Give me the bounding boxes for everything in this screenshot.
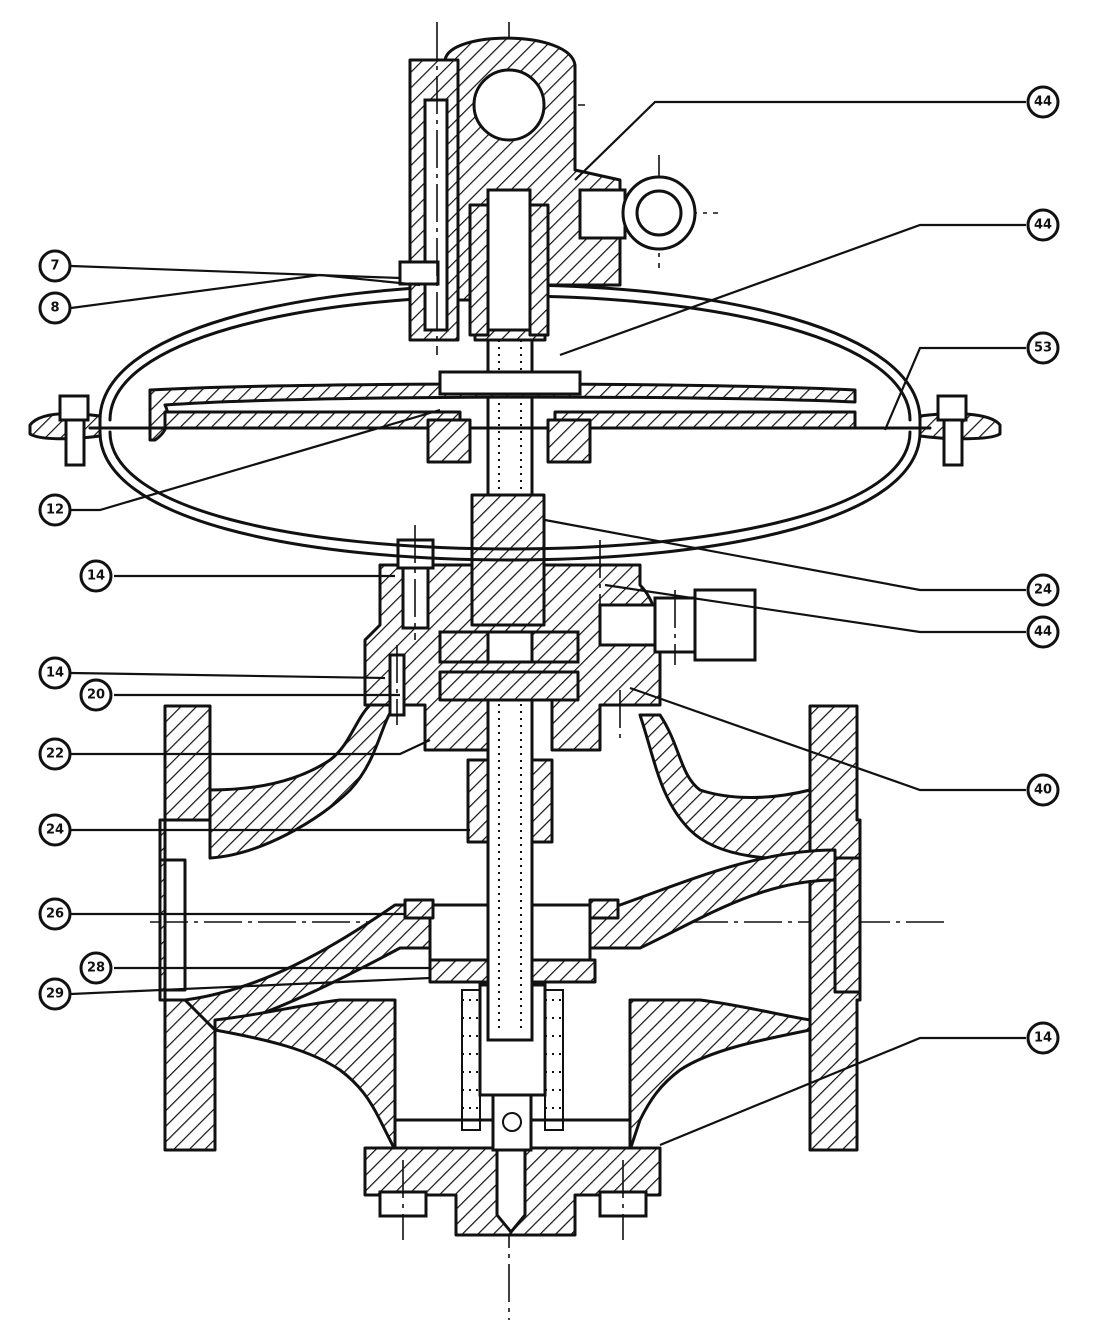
diaphragm-casing bbox=[28, 283, 1002, 562]
callout-20: 20 bbox=[79, 678, 113, 712]
upper-housing bbox=[398, 22, 697, 355]
callout-44-upper: 44 bbox=[1026, 208, 1060, 242]
svg-text:26: 26 bbox=[46, 907, 64, 922]
svg-text:12: 12 bbox=[46, 503, 64, 518]
callout-24-lower: 24 bbox=[38, 813, 72, 847]
callouts: 44 44 7 8 53 12 14 24 bbox=[38, 85, 1060, 1055]
callout-14-middle: 14 bbox=[38, 656, 72, 690]
svg-text:29: 29 bbox=[46, 987, 64, 1002]
callout-40: 40 bbox=[1026, 773, 1060, 807]
bonnet bbox=[363, 493, 757, 752]
svg-text:24: 24 bbox=[46, 823, 64, 838]
callout-44-lower: 44 bbox=[1026, 615, 1060, 649]
callout-22: 22 bbox=[38, 737, 72, 771]
svg-text:14: 14 bbox=[1034, 1031, 1052, 1046]
svg-text:28: 28 bbox=[87, 961, 105, 976]
svg-text:20: 20 bbox=[87, 688, 105, 703]
callout-44-top: 44 bbox=[1026, 85, 1060, 119]
callout-12: 12 bbox=[38, 493, 72, 527]
svg-text:44: 44 bbox=[1034, 625, 1052, 640]
callout-14-lower: 14 bbox=[1026, 1021, 1060, 1055]
callout-8: 8 bbox=[38, 291, 72, 325]
svg-text:44: 44 bbox=[1034, 95, 1052, 110]
callout-24-upper: 24 bbox=[1026, 573, 1060, 607]
svg-text:8: 8 bbox=[50, 301, 59, 316]
callout-28: 28 bbox=[79, 951, 113, 985]
svg-text:22: 22 bbox=[46, 747, 64, 762]
svg-text:53: 53 bbox=[1034, 341, 1052, 356]
svg-text:14: 14 bbox=[87, 569, 105, 584]
callout-7: 7 bbox=[38, 249, 72, 283]
svg-text:40: 40 bbox=[1034, 783, 1052, 798]
svg-text:24: 24 bbox=[1034, 583, 1052, 598]
callout-14-upper: 14 bbox=[79, 559, 113, 593]
callout-29: 29 bbox=[38, 977, 72, 1011]
callout-26: 26 bbox=[38, 897, 72, 931]
svg-text:44: 44 bbox=[1034, 218, 1052, 233]
svg-text:14: 14 bbox=[46, 666, 64, 681]
leader-lines bbox=[70, 100, 1026, 1147]
callout-53: 53 bbox=[1026, 331, 1060, 365]
svg-text:7: 7 bbox=[50, 259, 59, 274]
